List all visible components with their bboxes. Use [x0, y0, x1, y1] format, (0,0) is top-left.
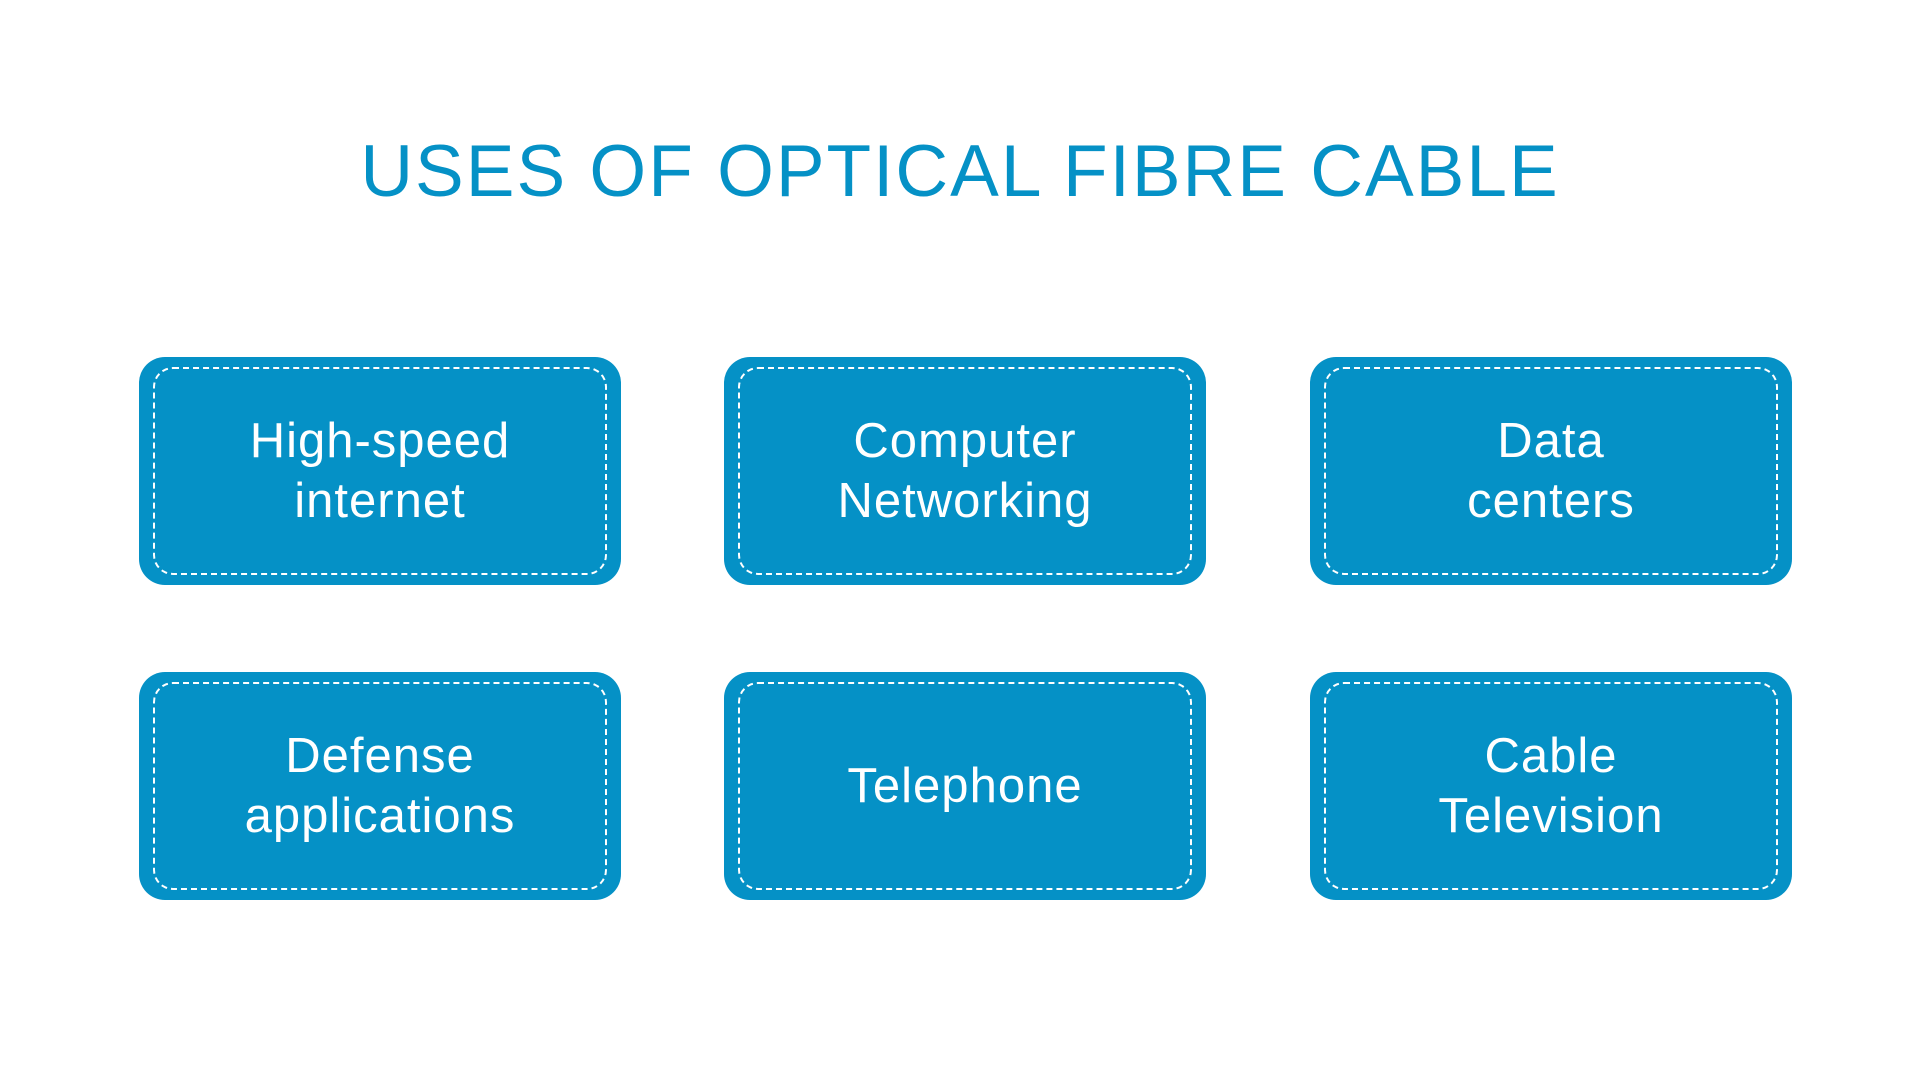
- card-label-line2: Television: [1438, 789, 1664, 843]
- card-label-line1: Computer: [853, 414, 1077, 468]
- card-label-line1: Data: [1497, 414, 1605, 468]
- card-label: High-speed internet: [220, 411, 541, 531]
- card-high-speed-internet: High-speed internet: [139, 357, 621, 585]
- card-label: Defense applications: [215, 726, 546, 846]
- card-label-line1: High-speed: [249, 414, 511, 468]
- card-label-line2: Networking: [837, 474, 1093, 528]
- card-cable-television: Cable Television: [1310, 672, 1792, 900]
- card-label-line2: centers: [1467, 474, 1635, 528]
- card-label-line2: internet: [294, 474, 466, 528]
- dashed-border: [153, 682, 607, 890]
- card-telephone: Telephone: [724, 672, 1206, 900]
- dashed-border: [738, 682, 1192, 890]
- dashed-border: [1324, 367, 1778, 575]
- card-computer-networking: Computer Networking: [724, 357, 1206, 585]
- page-title: USES OF OPTICAL FIBRE CABLE: [360, 131, 1560, 212]
- dashed-border: [738, 367, 1192, 575]
- card-defense-applications: Defense applications: [139, 672, 621, 900]
- card-label-line2: applications: [244, 789, 516, 843]
- card-label: Telephone: [817, 756, 1112, 816]
- card-label-line1: Cable: [1484, 729, 1618, 783]
- card-label-line1: Defense: [285, 729, 475, 783]
- dashed-border: [1324, 682, 1778, 890]
- card-label: Cable Television: [1408, 726, 1693, 846]
- card-label-line1: Telephone: [847, 759, 1083, 813]
- dashed-border: [153, 367, 607, 575]
- card-label: Computer Networking: [807, 411, 1122, 531]
- card-data-centers: Data centers: [1310, 357, 1792, 585]
- card-label: Data centers: [1437, 411, 1665, 531]
